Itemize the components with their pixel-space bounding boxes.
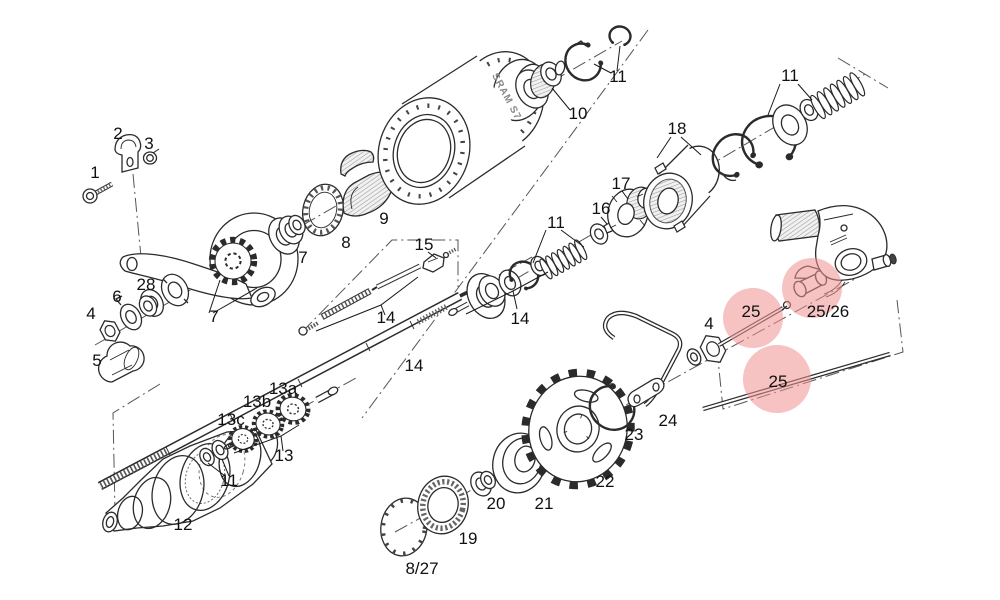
part-label-1: 1	[90, 163, 99, 182]
part-tab-washer	[114, 295, 147, 335]
part-label-8: 8	[341, 233, 350, 252]
part-label-13c: 13c	[217, 410, 245, 429]
part-brake-drum-18	[643, 144, 720, 233]
part-label-15: 15	[415, 235, 434, 254]
part-label-19: 19	[459, 529, 478, 548]
part-label-25: 25	[742, 302, 761, 321]
part-label-8-27: 8/27	[405, 559, 438, 578]
part-label-3: 3	[144, 134, 153, 153]
part-label-14: 14	[511, 309, 530, 328]
part-label-14: 14	[377, 308, 396, 327]
part-clamp-nut	[142, 148, 160, 165]
part-label-28: 28	[137, 275, 156, 294]
part-label-18: 18	[668, 119, 687, 138]
part-label-11: 11	[547, 213, 565, 232]
part-label-13b: 13b	[243, 392, 271, 411]
part-label-7: 7	[209, 307, 218, 326]
part-label-14: 14	[405, 356, 424, 375]
part-label-16: 16	[592, 199, 611, 218]
part-label-22: 22	[596, 472, 615, 491]
part-label-11: 11	[220, 471, 238, 490]
part-label-2: 2	[113, 124, 122, 143]
part-slotted-cone	[155, 268, 195, 312]
leader-lines	[207, 45, 813, 477]
part-label-4: 4	[86, 304, 95, 323]
part-label-24: 24	[659, 411, 678, 430]
part-label-5: 5	[92, 351, 101, 370]
part-roller-retainer-19	[417, 475, 469, 535]
part-label-9: 9	[379, 209, 388, 228]
part-label-23: 23	[625, 425, 644, 444]
part-spring-clip-top	[558, 23, 634, 87]
part-main-axle	[97, 288, 473, 490]
part-sprocket-22	[521, 368, 635, 490]
part-axle-stub	[315, 386, 339, 404]
parts-layer: SRAM S7	[82, 23, 897, 557]
part-label-6: 6	[112, 287, 121, 306]
part-label-20: 20	[487, 494, 506, 513]
part-label-10: 10	[569, 104, 588, 123]
highlight-circle	[782, 258, 842, 318]
part-label-11: 11	[609, 67, 627, 86]
part-retainer-ring-8-27	[380, 497, 428, 557]
part-label-21: 21	[535, 494, 554, 513]
part-label-7: 7	[298, 248, 307, 267]
part-clamp	[114, 134, 142, 173]
part-dust-cap	[97, 341, 145, 383]
highlight-circle	[743, 345, 811, 413]
part-snap-rings-right	[736, 70, 868, 171]
part-guide-block-15	[422, 247, 457, 273]
part-label-25-26: 25/26	[807, 302, 850, 321]
part-label-12: 12	[174, 515, 193, 534]
part-bolt	[82, 181, 114, 204]
part-axle-nut-right	[684, 329, 731, 369]
part-ball-retainer	[301, 183, 345, 237]
part-shift-rod-guide-24	[602, 310, 683, 408]
part-label-13: 13	[275, 446, 294, 465]
part-push-rods	[298, 263, 422, 336]
part-label-4: 4	[704, 314, 713, 333]
part-hub-shell: SRAM S7	[377, 51, 549, 205]
part-label-17: 17	[612, 174, 631, 193]
part-label-13a: 13a	[269, 379, 298, 398]
part-axle-bearing-group	[448, 253, 551, 327]
part-torque-arm	[119, 212, 299, 308]
part-label-11: 11	[781, 66, 799, 85]
part-retainer-clip-18	[704, 126, 761, 184]
part-axle-nut-left	[96, 316, 124, 346]
part-cone-10	[508, 57, 567, 115]
part-label-25: 25	[769, 372, 788, 391]
highlight-layer	[723, 258, 842, 413]
highlight-circle	[723, 288, 783, 348]
